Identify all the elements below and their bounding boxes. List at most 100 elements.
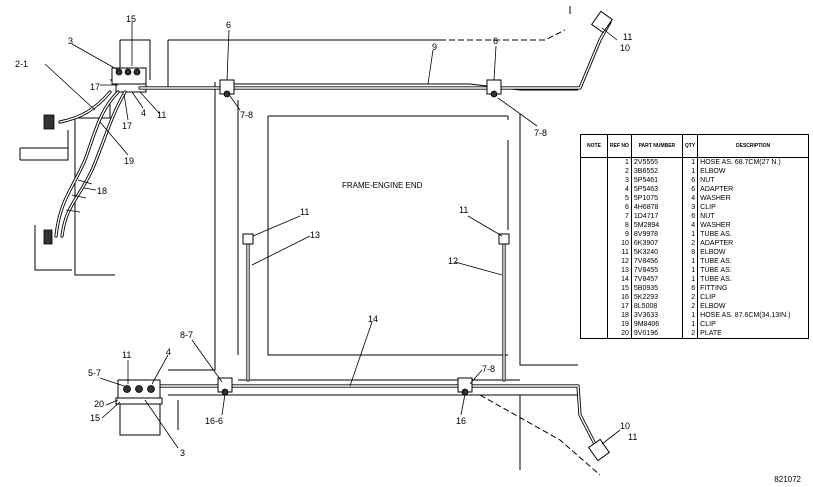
tube-assembly-9	[138, 6, 614, 98]
cell-qty: 2	[681, 293, 699, 302]
cell-part-number: 5B0935	[630, 284, 683, 293]
cell-qty: 1	[681, 257, 699, 266]
cell-note	[580, 221, 608, 230]
cell-note	[580, 275, 608, 284]
cell-ref-no: 17	[607, 302, 632, 311]
cell-part-number: 9V0196	[630, 329, 683, 339]
cell-description: WASHER	[697, 194, 809, 203]
callout-4-bottom-left: 4	[166, 347, 171, 357]
cell-ref-no: 11	[607, 248, 632, 257]
cell-description: NUT	[697, 176, 809, 185]
callout-2-1: 2-1	[15, 59, 28, 69]
cell-part-number: 8V9978	[630, 230, 683, 239]
cell-note	[580, 302, 608, 311]
callout-11-bottom-right: 11	[628, 432, 637, 442]
header-ref-no: REF NO	[607, 134, 632, 158]
callout-3-bottom-left: 3	[180, 448, 185, 458]
cell-note	[580, 311, 608, 320]
cell-ref-no: 7	[607, 212, 632, 221]
cell-ref-no: 8	[607, 221, 632, 230]
cell-description: TUBE AS.	[697, 230, 809, 239]
cell-part-number: 7V8455	[630, 266, 683, 275]
cell-part-number: 8L5008	[630, 302, 683, 311]
cell-qty: 4	[681, 194, 699, 203]
cell-qty: 6	[681, 176, 699, 185]
tube-assemblies-12-13	[242, 233, 510, 382]
callout-20: 20	[94, 399, 104, 409]
callout-15-bottom-left: 15	[90, 413, 100, 423]
callout-4-top: 4	[141, 108, 146, 118]
cell-note	[580, 185, 608, 194]
cell-part-number: 5K2293	[630, 293, 683, 302]
bottom-left-bracket	[115, 379, 163, 436]
cell-ref-no: 20	[607, 329, 632, 339]
callout-11-left: 11	[300, 207, 309, 217]
callout-17-b: 17	[122, 121, 132, 131]
cell-ref-no: 15	[607, 284, 632, 293]
cell-note	[580, 248, 608, 257]
callout-6-b: 6	[493, 36, 498, 46]
cell-part-number: 9M8406	[630, 320, 683, 329]
cell-ref-no: 12	[607, 257, 632, 266]
cell-qty: 8	[681, 248, 699, 257]
cell-note	[580, 284, 608, 293]
cell-description: CLIP	[697, 320, 809, 329]
cell-part-number: 3B6552	[630, 167, 683, 176]
cell-qty: 6	[681, 185, 699, 194]
cell-ref-no: 4	[607, 185, 632, 194]
cell-qty: 2	[681, 239, 699, 248]
cell-note	[580, 230, 608, 239]
parts-table: NOTE REF NO PART NUMBER QTY DESCRIPTION …	[580, 134, 809, 339]
cell-note	[580, 320, 608, 329]
hose-assemblies	[54, 90, 127, 238]
cell-qty: 1	[681, 311, 699, 320]
cell-description: ELBOW	[697, 248, 809, 257]
cell-description: NUT	[697, 212, 809, 221]
cell-note	[580, 203, 608, 212]
callout-3-top: 3	[68, 36, 73, 46]
cell-qty: 1	[681, 167, 699, 176]
cell-note	[580, 212, 608, 221]
cell-note	[580, 194, 608, 203]
callout-7-8-b: 7-8	[534, 128, 547, 138]
cell-ref-no: 2	[607, 167, 632, 176]
cell-ref-no: 10	[607, 239, 632, 248]
cell-part-number: 6K3907	[630, 239, 683, 248]
cell-qty: 1	[681, 320, 699, 329]
callout-18: 18	[97, 186, 107, 196]
cell-note	[580, 167, 608, 176]
cell-description: HOSE AS. 87.6CM(34.13IN.)	[697, 311, 809, 320]
frame-outline	[167, 29, 601, 476]
callout-13: 13	[310, 230, 320, 240]
cell-part-number: 3V3633	[630, 311, 683, 320]
callout-15-top: 15	[126, 14, 136, 24]
cell-ref-no: 5	[607, 194, 632, 203]
callout-11-top-right: 11	[623, 32, 632, 42]
cell-description: ELBOW	[697, 167, 809, 176]
callout-11-bottom-left: 11	[122, 350, 131, 360]
callout-5-7: 5-7	[88, 368, 101, 378]
cell-part-number: 5P1075	[630, 194, 683, 203]
callout-14: 14	[368, 314, 378, 324]
cell-part-number: 7V8456	[630, 257, 683, 266]
cell-qty: 2	[681, 302, 699, 311]
callout-10-bottom-right: 10	[620, 421, 630, 431]
callout-6-a: 6	[226, 20, 231, 30]
cell-qty: 2	[681, 329, 699, 339]
leader-lines	[44, 22, 621, 449]
cell-description: TUBE AS.	[697, 275, 809, 284]
